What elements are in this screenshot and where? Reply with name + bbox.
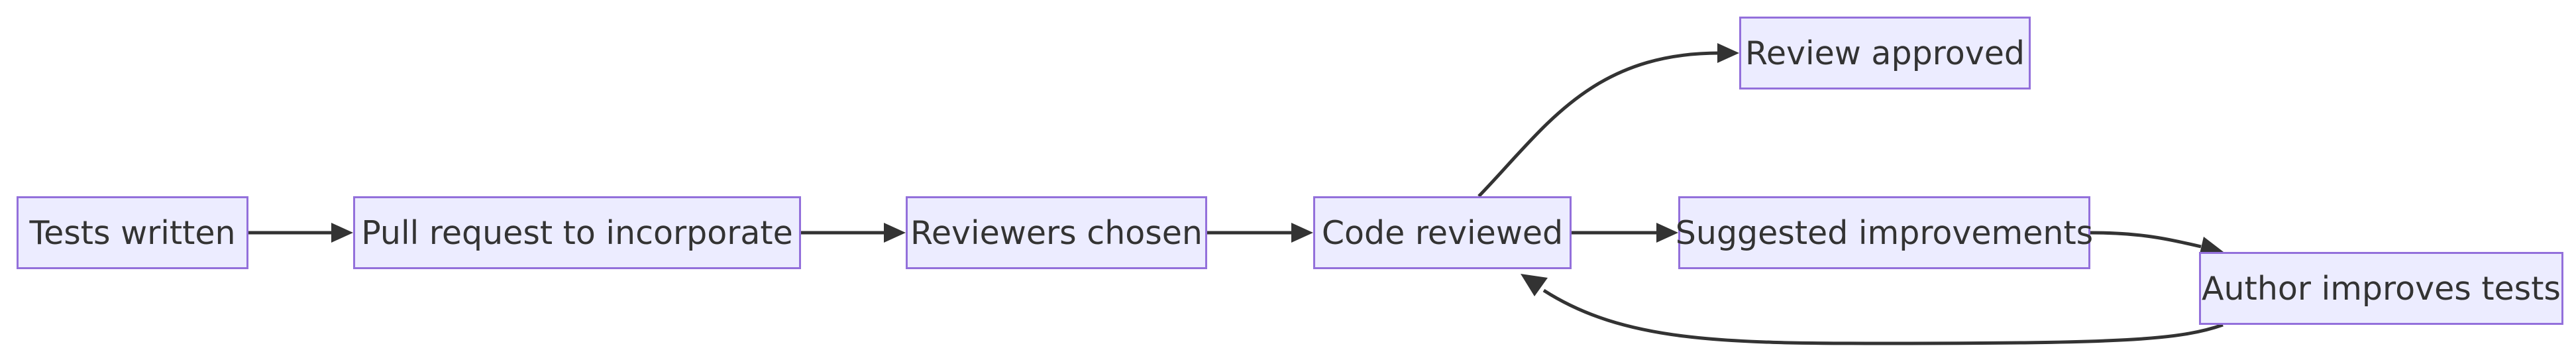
node-label: Suggested improvements — [1675, 213, 2094, 252]
node-author-improves-tests: Author improves tests — [2199, 252, 2563, 325]
node-label: Reviewers chosen — [910, 213, 1203, 252]
node-label: Tests written — [29, 213, 236, 252]
edge-author-to-code — [1521, 274, 2224, 345]
node-label: Review approved — [1745, 34, 2025, 72]
node-review-approved: Review approved — [1739, 17, 2031, 90]
node-reviewers-chosen: Reviewers chosen — [906, 196, 1207, 269]
node-pull-request: Pull request to incorporate — [353, 196, 801, 269]
node-label: Pull request to incorporate — [361, 213, 793, 252]
edge-code-to-suggested — [1572, 223, 1678, 243]
node-suggested-improvements: Suggested improvements — [1675, 196, 2094, 269]
node-tests-written: Tests written — [17, 196, 248, 269]
node-code-reviewed: Code reviewed — [1313, 196, 1572, 269]
edge-code-to-approved — [1477, 43, 1739, 198]
edge-pr-to-reviewers — [801, 223, 906, 243]
node-label: Author improves tests — [2202, 269, 2561, 308]
edge-reviewers-to-code — [1207, 223, 1313, 243]
node-label: Code reviewed — [1321, 213, 1564, 252]
edge-tests-to-pr — [248, 223, 353, 243]
edge-suggested-to-author — [2090, 231, 2224, 257]
